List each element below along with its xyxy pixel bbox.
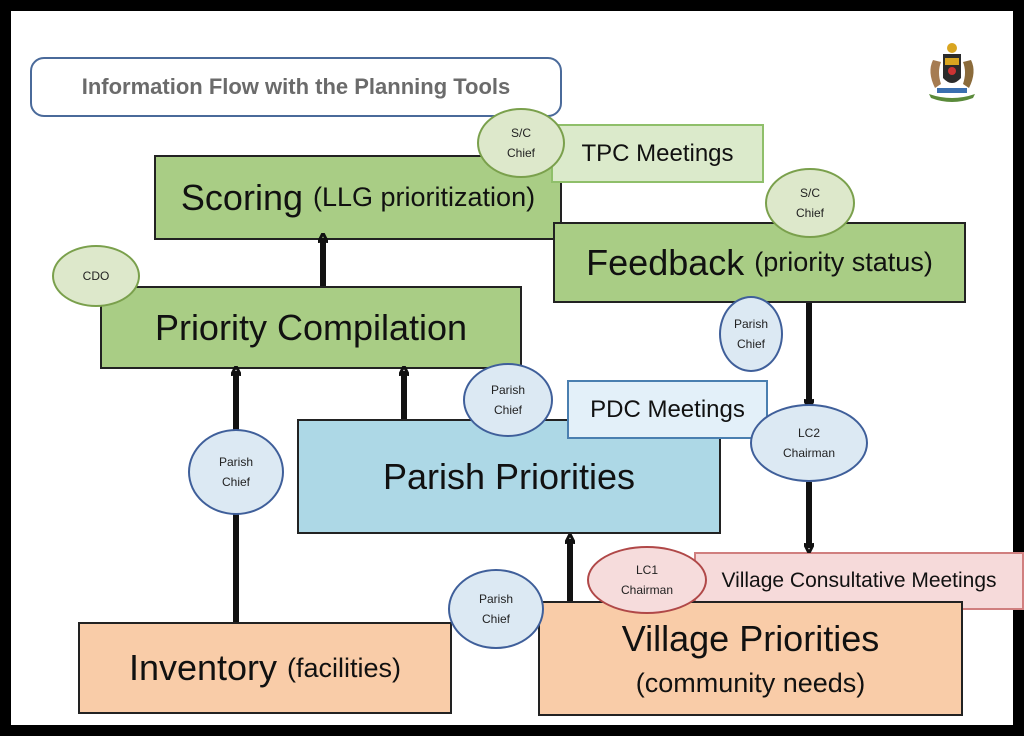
tpc-meetings-box: TPC Meetings — [551, 124, 764, 183]
parish-chief-label: Parish Chief — [490, 383, 525, 417]
coat-of-arms-icon — [929, 43, 975, 102]
inventory-main: Inventory — [128, 647, 278, 688]
cdo-label: CDO — [82, 269, 110, 283]
sc-chief-oval-tpc: S/C Chief — [477, 108, 565, 178]
village-consultative-meetings-box: Village Consultative Meetings — [694, 552, 1024, 610]
parish-chief-label: Parish Chief — [218, 455, 253, 489]
village-priorities-box: Village Priorities (community needs) — [538, 601, 963, 716]
feedback-main: Feedback — [586, 241, 745, 283]
lc2-chairman-oval: LC2 Chairman — [750, 404, 868, 482]
parish-chief-label: Parish Chief — [733, 317, 768, 351]
parish-chief-label: Parish Chief — [478, 592, 513, 626]
feedback-sub: (priority status) — [754, 247, 933, 277]
lc1-chairman-oval: LC1 Chairman — [587, 546, 707, 614]
sc-chief-label: S/C Chief — [795, 186, 824, 220]
parish-priorities-label: Parish Priorities — [382, 455, 636, 497]
parish-priorities-box: Parish Priorities — [297, 419, 721, 534]
scoring-main: Scoring — [180, 176, 303, 218]
priority-compilation-label: Priority Compilation — [154, 306, 468, 348]
cdo-oval: CDO — [52, 245, 140, 307]
slide-title: Information Flow with the Planning Tools — [30, 57, 562, 117]
scoring-sub: (LLG prioritization) — [313, 182, 536, 212]
tpc-meetings-label: TPC Meetings — [581, 139, 734, 167]
inventory-box: Inventory (facilities) — [78, 622, 452, 714]
village-priorities-sub: (community needs) — [635, 668, 866, 698]
lc1-chairman-label: LC1 Chairman — [620, 563, 674, 597]
inventory-sub: (facilities) — [287, 652, 402, 683]
parish-chief-oval-village: Parish Chief — [448, 569, 544, 649]
parish-chief-oval-feedback: Parish Chief — [719, 296, 783, 372]
feedback-box: Feedback (priority status) — [553, 222, 966, 303]
pdc-meetings-label: PDC Meetings — [590, 395, 745, 423]
lc2-chairman-label: LC2 Chairman — [782, 426, 836, 460]
sc-chief-oval-feedback: S/C Chief — [765, 168, 855, 238]
title-text: Information Flow with the Planning Tools — [81, 74, 511, 99]
parish-chief-oval-pdc: Parish Chief — [463, 363, 553, 437]
pdc-meetings-box: PDC Meetings — [567, 380, 768, 439]
scoring-box: Scoring (LLG prioritization) — [154, 155, 562, 240]
village-priorities-main: Village Priorities — [621, 618, 880, 659]
priority-compilation-box: Priority Compilation — [100, 286, 522, 369]
sc-chief-label: S/C Chief — [506, 126, 535, 160]
village-consultative-meetings-label: Village Consultative Meetings — [721, 569, 997, 592]
parish-chief-oval-inventory: Parish Chief — [188, 429, 284, 515]
